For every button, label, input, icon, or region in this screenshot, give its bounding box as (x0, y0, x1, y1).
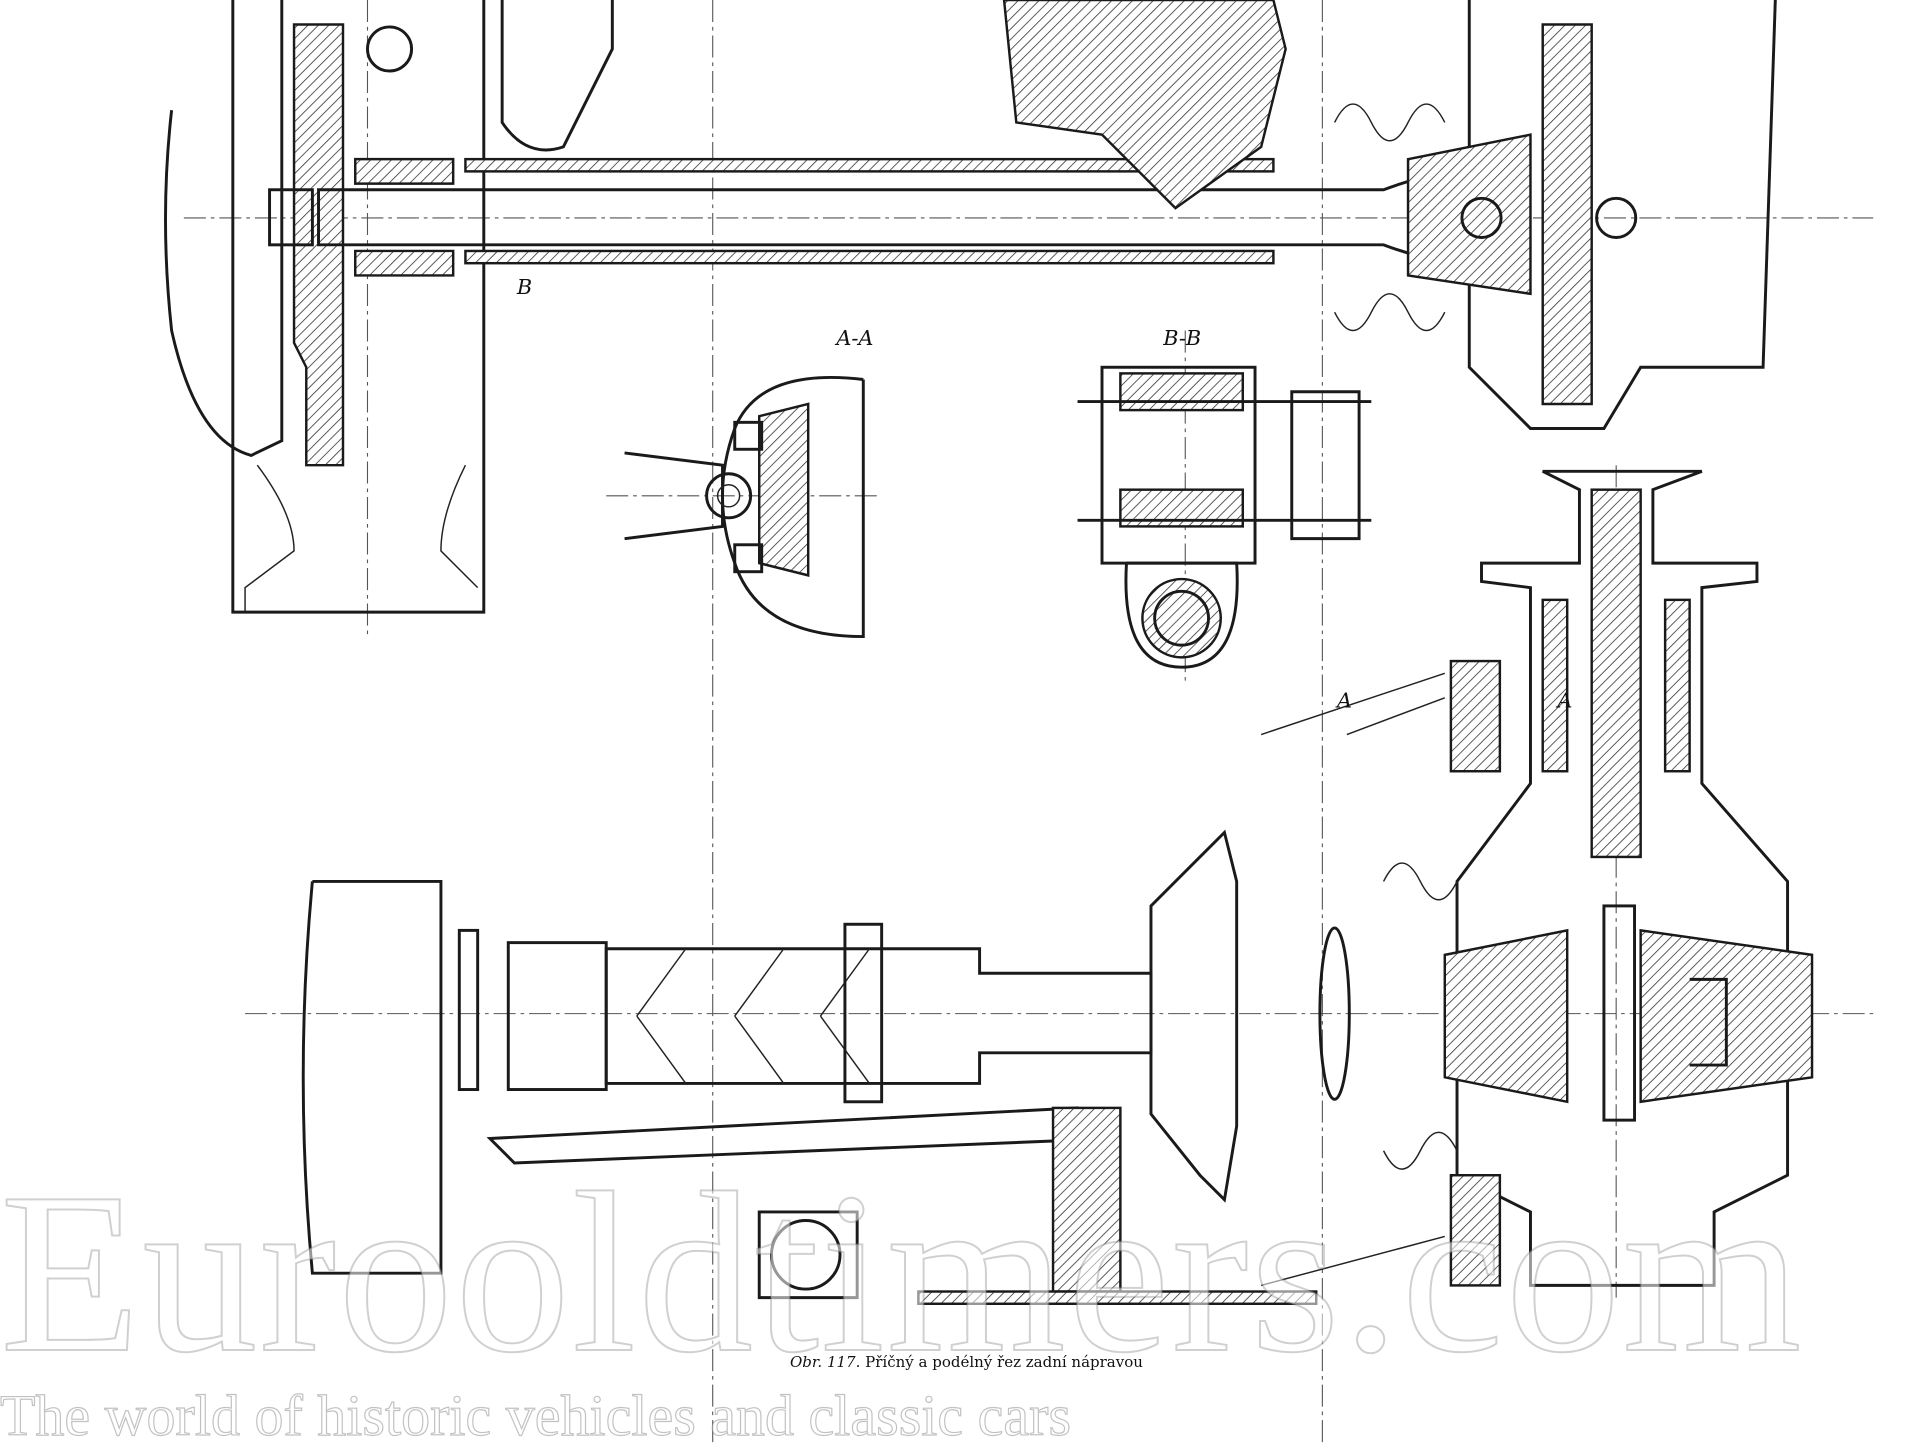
caption-text: Příčný a podélný řez zadní nápravou (865, 1353, 1143, 1371)
section-aa-detail (624, 376, 865, 639)
label-section-aa: A-A (834, 326, 873, 350)
axle-tube-top (317, 0, 1471, 332)
watermark-tagline: The world of historic vehicles and class… (0, 1382, 1072, 1448)
figure-number: Obr. 117. (790, 1353, 861, 1371)
differential-top (1406, 0, 1777, 430)
watermark-brand: Eurooldtimers.com (0, 1144, 1804, 1401)
label-b: B (516, 275, 532, 299)
wheel-section-top (164, 0, 486, 614)
differential-bottom (1318, 469, 1814, 1287)
section-bb-detail (1077, 365, 1372, 669)
bottom-longitudinal-section (301, 672, 1446, 1305)
figure-caption: Obr. 117. Příčný a podélný řez zadní náp… (790, 1353, 1143, 1371)
label-section-bb: B-B (1162, 326, 1201, 350)
label-a-left: A (1335, 689, 1352, 713)
label-a-right: A (1555, 689, 1572, 713)
